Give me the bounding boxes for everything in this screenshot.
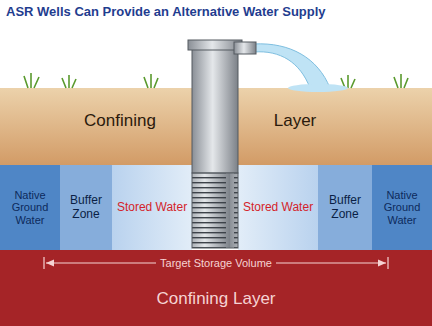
well-casing [192,48,238,173]
spout [234,42,256,54]
aquifer-zone: Buffer Zone [318,165,372,250]
aquifer-zone: Stored Water [238,165,318,250]
zone-label: Stored Water [240,201,316,214]
water-pool [288,84,348,92]
zone-label: Buffer Zone [320,194,370,220]
aquifer-zone: Native Ground Water [0,165,60,250]
zone-label: Stored Water [114,201,190,214]
aquifer-zone: Native Ground Water [372,165,432,250]
zone-label: Native Ground Water [374,189,430,225]
aquifer-zone: Buffer Zone [60,165,112,250]
diagram-title: ASR Wells Can Provide an Alternative Wat… [6,4,336,20]
aquifer-zone: Stored Water [112,165,192,250]
zone-label: Confining Layer [0,290,432,309]
dimension-line [44,257,388,269]
zone-label: Confining [55,112,185,131]
well-screen [192,173,238,248]
zone-label: Layer [240,112,350,131]
water-flow [254,44,330,88]
zone-label: Buffer Zone [62,194,110,220]
zone-label: Native Ground Water [2,189,58,225]
dimension-label: Target Storage Volume [156,257,276,269]
